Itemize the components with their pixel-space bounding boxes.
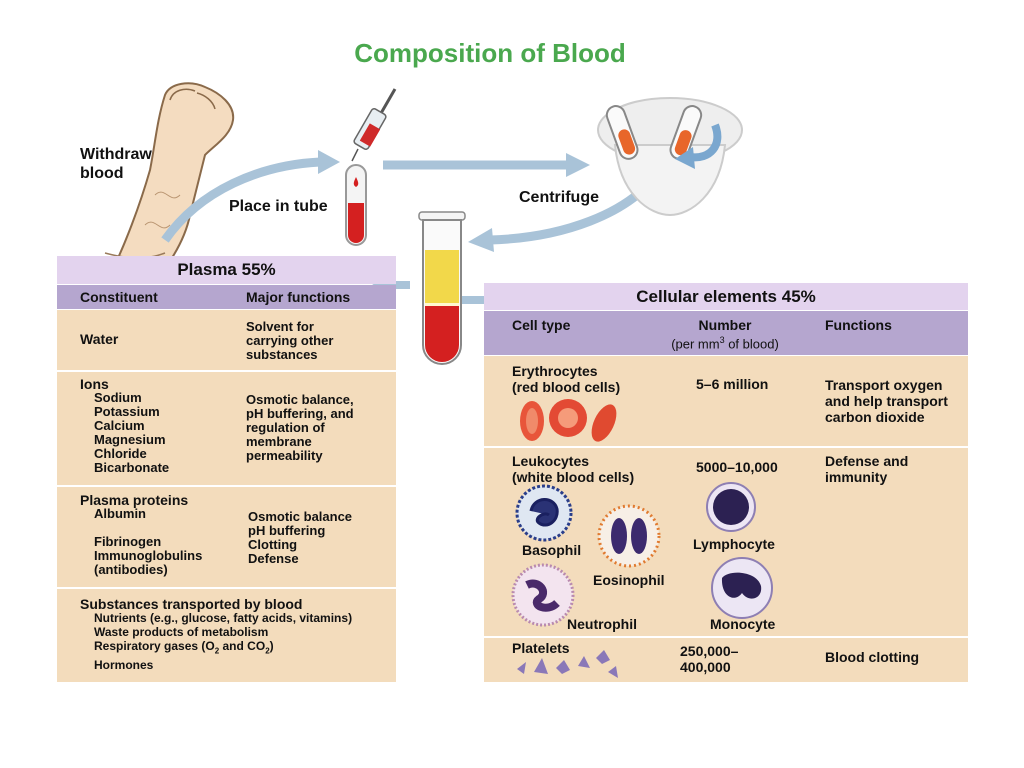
plasma-title-bar: Plasma 55% <box>57 256 396 284</box>
monocyte-label: Monocyte <box>710 616 776 632</box>
water-function: Solvent for carrying other substances <box>246 319 334 362</box>
erythrocytes-number: 5–6 million <box>696 376 769 392</box>
platelets-number: 250,000– 400,000 <box>680 643 739 675</box>
neutrophil-label: Neutrophil <box>567 616 637 632</box>
cells-title: Cellular elements 45% <box>636 287 816 306</box>
page-title: Composition of Blood <box>354 38 626 68</box>
cells-title-bar: Cellular elements 45% <box>484 283 968 310</box>
cells-table: Erythrocytes (red blood cells) 5–6 milli… <box>484 356 968 682</box>
proteins-group: Plasma proteins Albumin Fibrinogen Immun… <box>80 492 203 577</box>
row-divider <box>57 370 396 372</box>
row-divider <box>484 446 968 448</box>
centrifuge-icon <box>597 97 743 217</box>
erythrocytes-function: Transport oxygen and help transport carb… <box>825 377 948 425</box>
leukocytes-name: Leukocytes (white blood cells) <box>512 453 635 485</box>
leukocytes-function: Defense and immunity <box>825 453 909 485</box>
white-blood-cells-icon <box>511 482 773 627</box>
separated-tube-icon <box>418 211 466 365</box>
row-divider <box>57 587 396 589</box>
platelets-icon <box>517 650 618 678</box>
major-functions-header: Major functions <box>246 289 351 305</box>
plasma-table: Water Solvent for carrying other substan… <box>57 310 396 682</box>
row-divider <box>484 636 968 638</box>
erythrocytes-name: Erythrocytes (red blood cells) <box>512 363 621 395</box>
constituent-header: Constituent <box>80 289 158 305</box>
row-divider <box>57 485 396 487</box>
platelets-name: Platelets <box>512 640 570 656</box>
substances-group: Substances transported by blood Nutrient… <box>80 596 353 673</box>
leukocytes-number: 5000–10,000 <box>696 459 778 475</box>
number-header: Number (per mm3 of blood) <box>671 317 779 352</box>
cell-type-header: Cell type <box>512 317 571 333</box>
basophil-label: Basophil <box>522 542 582 558</box>
lymphocyte-label: Lymphocyte <box>693 536 775 552</box>
plasma-title: Plasma 55% <box>177 260 276 279</box>
cells-header-row: Cell type Number (per mm3 of blood) Func… <box>484 311 968 355</box>
place-in-tube-label: Place in tube <box>229 198 328 215</box>
centrifuge-label: Centrifuge <box>519 189 599 206</box>
plasma-header-row: Constituent Major functions <box>57 285 396 309</box>
platelets-function: Blood clotting <box>825 649 920 665</box>
ions-group: Ions Sodium Potassium Calcium Magnesium … <box>80 376 170 475</box>
proteins-functions: Osmotic balance pH buffering Clotting De… <box>248 509 353 566</box>
red-blood-cells-icon <box>520 399 617 442</box>
functions-header: Functions <box>825 317 892 333</box>
water-name: Water <box>80 331 119 347</box>
withdraw-label: Withdraw blood <box>80 146 152 182</box>
ions-function: Osmotic balance, pH buffering, and regul… <box>246 392 354 463</box>
eosinophil-label: Eosinophil <box>593 572 665 588</box>
syringe-icon <box>345 88 397 246</box>
